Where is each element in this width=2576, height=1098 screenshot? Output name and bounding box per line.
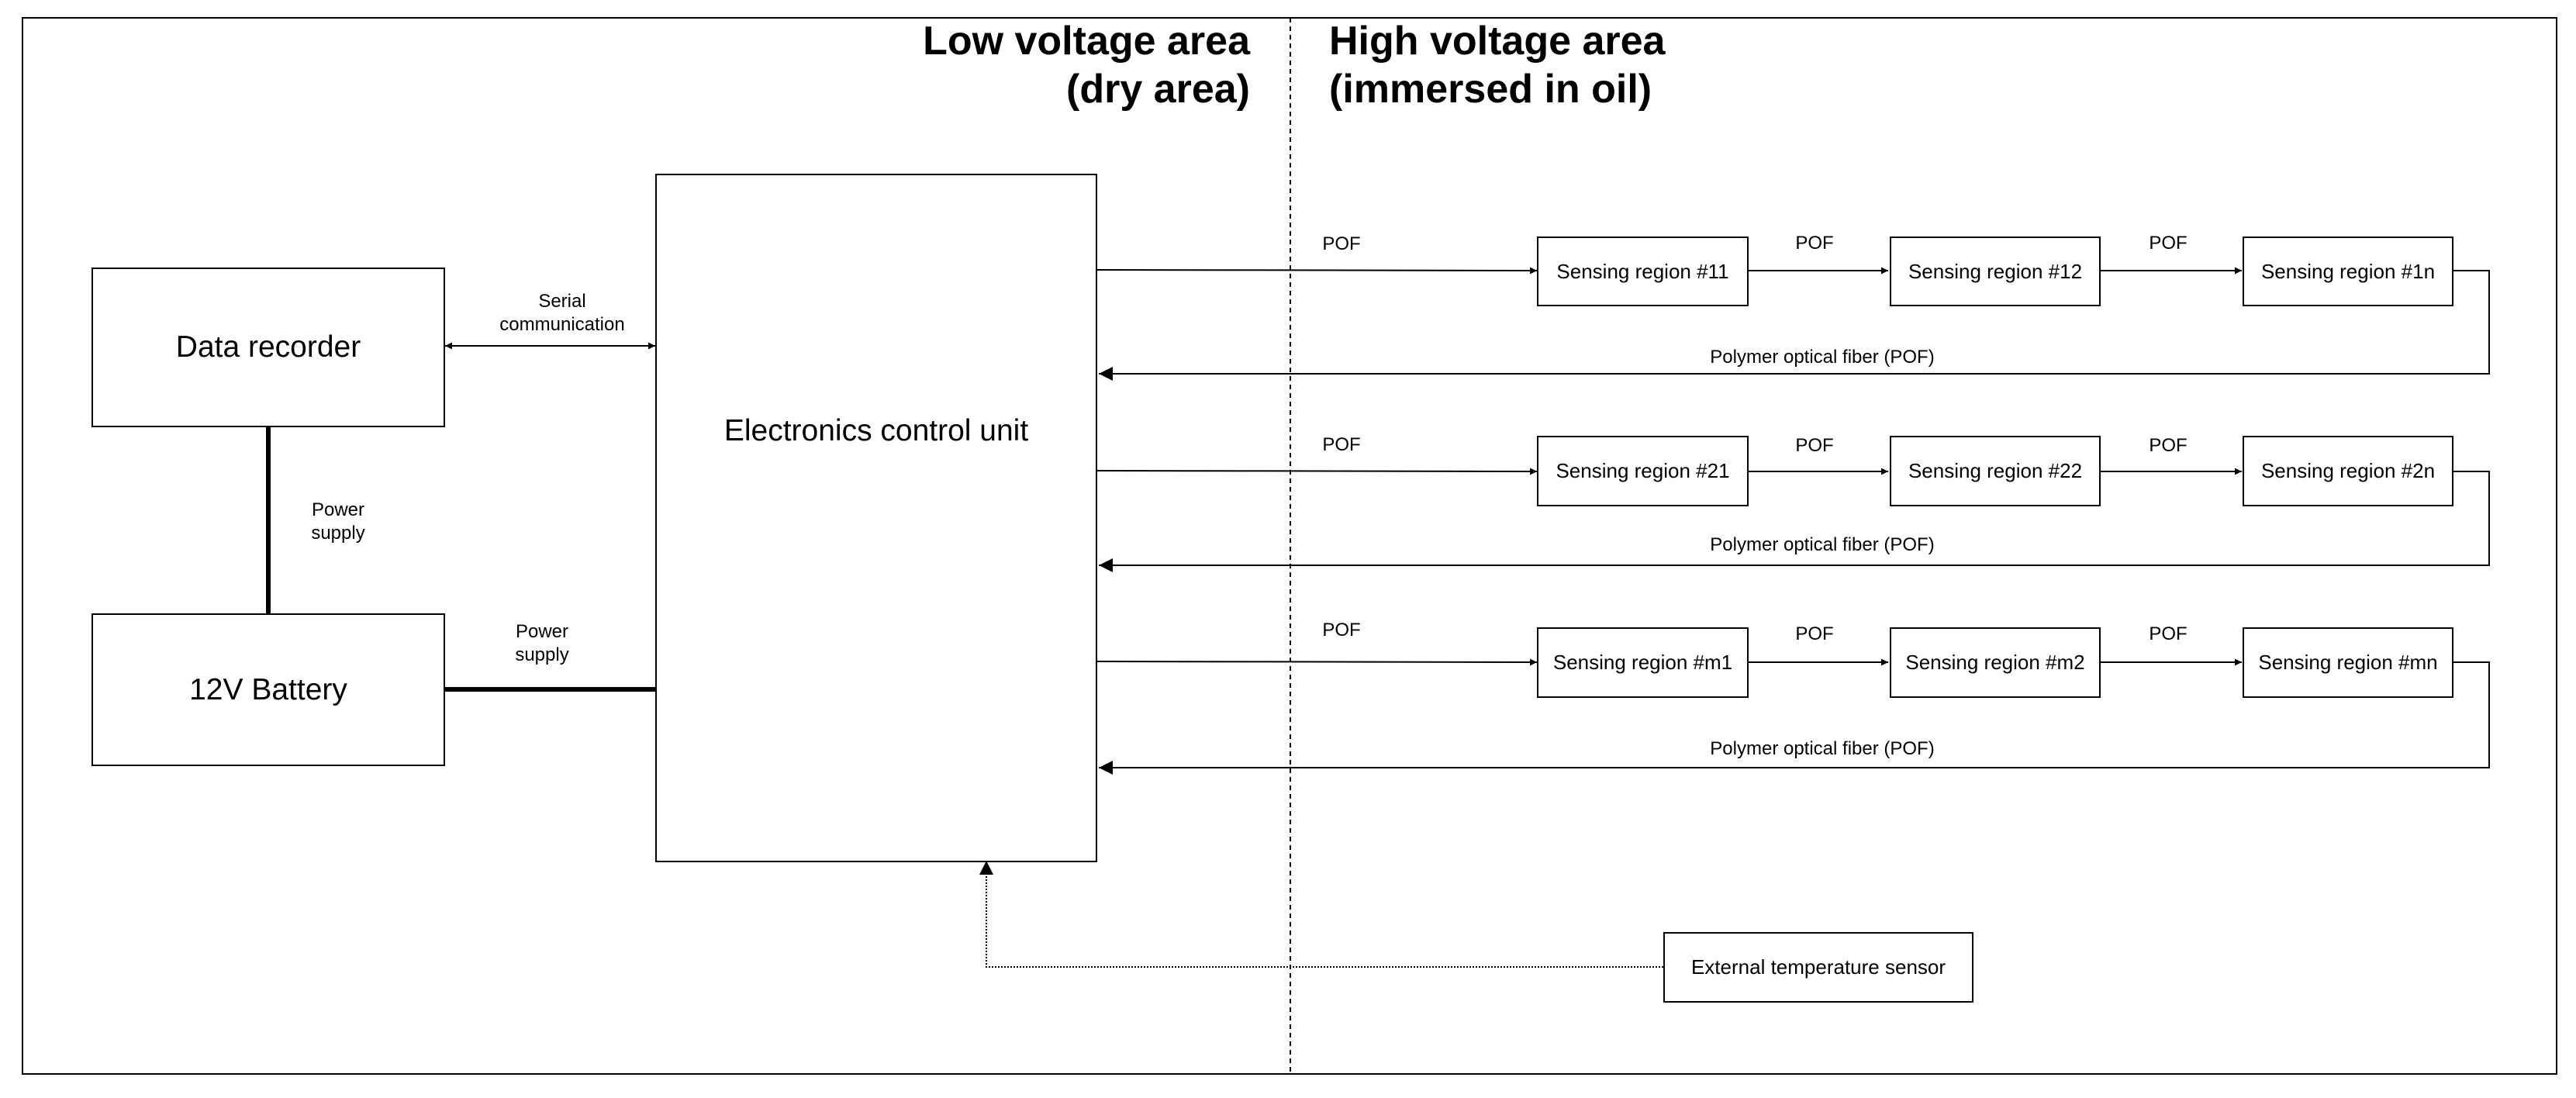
pof-label: POF — [2149, 435, 2188, 456]
pof-label: POF — [1795, 233, 1834, 254]
high-voltage-zone-title: High voltage area (immersed in oil) — [1329, 19, 1666, 112]
pof-label: POF — [2149, 233, 2188, 254]
channel-m-links — [1096, 658, 2490, 775]
ext-sensor-link — [979, 861, 1663, 968]
external-temperature-sensor-block: External temperature sensor — [1663, 932, 1973, 1003]
pof-label: POF — [1795, 623, 1834, 644]
sensing-region-m-n: Sensing region #mn — [2243, 627, 2453, 698]
pof-label: POF — [2149, 623, 2188, 644]
sensing-region-m-2: Sensing region #m2 — [1890, 627, 2101, 698]
sensing-region-m-1: Sensing region #m1 — [1537, 627, 1749, 698]
return-fiber-label: Polymer optical fiber (POF) — [1710, 738, 1935, 759]
sensing-region-1-2: Sensing region #12 — [1890, 237, 2101, 306]
power-supply-vertical-label: Power supply — [311, 499, 365, 544]
pof-label: POF — [1322, 620, 1361, 640]
low-voltage-zone-title: Low voltage area (dry area) — [923, 19, 1250, 112]
pof-label: POF — [1795, 435, 1834, 456]
return-fiber-label: Polymer optical fiber (POF) — [1710, 347, 1935, 368]
sensing-region-2-2: Sensing region #22 — [1890, 436, 2101, 506]
channel-1-links — [1096, 267, 2490, 381]
pof-label: POF — [1322, 434, 1361, 455]
battery-block: 12V Battery — [92, 613, 445, 766]
pof-label: POF — [1322, 233, 1361, 254]
sensing-region-2-1: Sensing region #21 — [1537, 436, 1749, 506]
data-recorder-block: Data recorder — [92, 268, 445, 427]
sensing-region-1-n: Sensing region #1n — [2243, 237, 2453, 306]
electronics-control-unit-block: Electronics control unit — [655, 174, 1097, 862]
sensing-region-1-1: Sensing region #11 — [1537, 237, 1749, 306]
power-supply-horizontal-label: Power supply — [515, 621, 569, 665]
channel-2-links — [1096, 468, 2490, 572]
return-fiber-label: Polymer optical fiber (POF) — [1710, 534, 1935, 555]
serial-communication-label: Serial communication — [499, 291, 625, 335]
sensing-region-2-n: Sensing region #2n — [2243, 436, 2453, 506]
